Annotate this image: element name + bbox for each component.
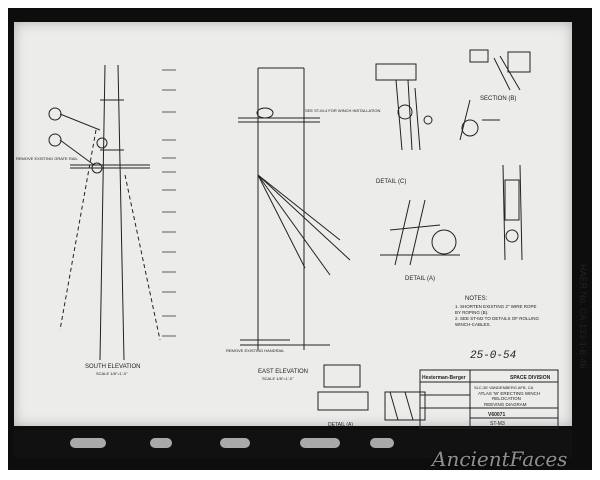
- note-line: 2. SEE ST-M2 TO DETAILS OF ROLLING: [455, 316, 540, 321]
- south-elevation-scale: SCALE 1/8"=1'-0": [96, 371, 128, 376]
- edge-mark: [220, 438, 250, 448]
- division-name: SPACE DIVISION: [510, 375, 551, 381]
- east-elevation-scale: SCALE 1/8"=1'-0": [262, 376, 294, 381]
- detail-c-label: DETAIL (C): [376, 179, 406, 185]
- east-elevation-tower: [238, 67, 351, 350]
- note-line: BY ROPING (B).: [455, 310, 488, 315]
- section-b-label: SECTION (B): [480, 96, 516, 102]
- note-line: WINCH-CABLES.: [455, 322, 491, 327]
- note-line: 1. SHORTEN EXISTING 2" WIRE ROPE: [455, 304, 537, 309]
- section-b-drawing: [459, 49, 531, 141]
- east-elevation-label: EAST ELEVATION: [258, 369, 308, 375]
- drawing-number: V60071: [488, 412, 505, 418]
- detail-a-label: DETAIL (A): [405, 276, 435, 282]
- habs-caption: HAER No. CA-133-1-B-46: [578, 264, 588, 369]
- edge-mark: [70, 438, 106, 448]
- edge-mark: [300, 438, 340, 448]
- title-block: [419, 369, 559, 429]
- handwritten-number: 25-0-54: [470, 350, 516, 362]
- title-line-1: ATLAS 'W' ERECTING WINCH: [478, 391, 540, 396]
- company-name: Hesterman-Berger: [422, 375, 466, 381]
- notes-heading: NOTES:: [465, 296, 488, 302]
- habs-caption-strip: HAER No. CA-133-1-B-46: [578, 264, 588, 369]
- south-elevation-label: SOUTH ELEVATION: [85, 364, 140, 370]
- edge-mark: [370, 438, 394, 448]
- detail-c-drawing: [375, 63, 433, 151]
- watermark-logo: AncientFaces: [432, 447, 568, 471]
- bottom-band: [14, 430, 572, 458]
- elevation-markers: [162, 69, 176, 337]
- detail-a-lower-label: DETAIL (A): [328, 422, 353, 428]
- title-line-2: RELOCATION: [492, 396, 521, 401]
- edge-mark: [150, 438, 172, 448]
- title-line-3: REEVING DIAGRAM: [484, 402, 527, 407]
- remove-crane-note: REMOVE EXISTING HANDRAIL: [226, 348, 285, 353]
- sheet-number: ST-M3: [490, 421, 505, 427]
- south-elevation-tower: [48, 64, 161, 361]
- remove-handrail-note: REMOVE EXISTING GRATE RAIL: [16, 156, 78, 161]
- launch-site: SLC-3E VANDENBERG AFB, CA: [474, 385, 534, 390]
- detail-a-drawing: [380, 164, 523, 266]
- lower-detail-drawing: [317, 364, 426, 421]
- winch-see-note: SEE ST-M-4 FOR WINCH INSTALLATION: [305, 108, 381, 113]
